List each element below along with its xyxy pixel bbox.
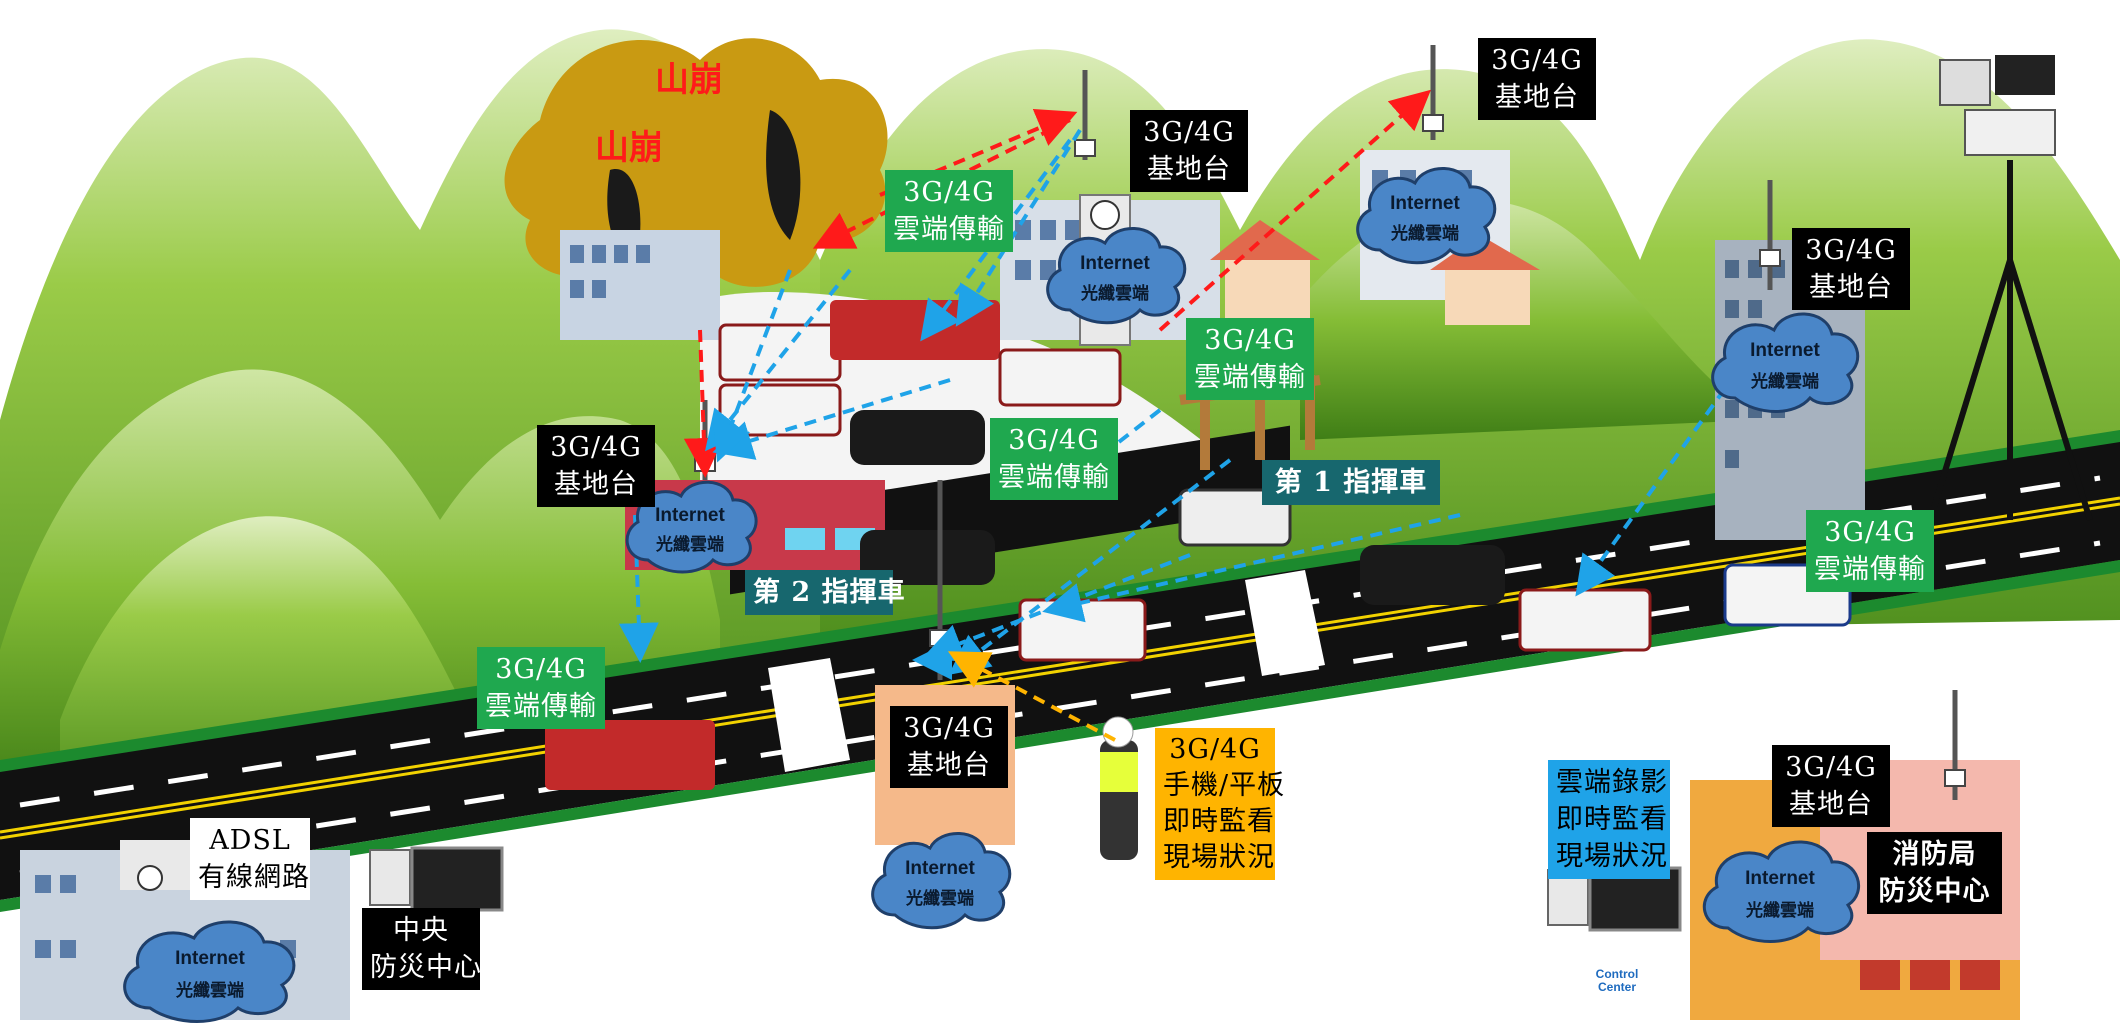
mobile-monitor-line2: 手機/平板 — [1163, 770, 1286, 801]
cloud-label-internet: Internet — [1080, 253, 1150, 274]
central-center-line1: 中央 — [393, 915, 449, 946]
adsl-line1: ADSL — [209, 825, 291, 856]
cloud-label-fiber: 光纖雲端 — [1751, 372, 1819, 391]
cloud-shape — [1711, 312, 1860, 413]
cloud-transfer-line2: 雲端傳輸 — [1814, 554, 1926, 585]
command-vehicle-2-label: 第 2 指揮車 — [745, 570, 905, 615]
cloud-label-internet: Internet — [1745, 868, 1815, 889]
cloud-shape — [625, 480, 758, 574]
cloud-transfer-label-2: 3G/4G 雲端傳輸 — [1186, 318, 1314, 400]
internet-cloud-1: Internet 光纖雲端 — [1035, 215, 1195, 330]
base-station-line2: 基地台 — [1495, 82, 1579, 113]
internet-cloud-5: Internet 光纖雲端 — [860, 820, 1020, 935]
cloud-transfer-line2: 雲端傳輸 — [998, 462, 1110, 493]
cloud-transfer-line2: 雲端傳輸 — [1194, 362, 1306, 393]
cloud-transfer-line2: 雲端傳輸 — [893, 214, 1005, 245]
internet-cloud-6: Internet 光纖雲端 — [110, 910, 310, 1028]
central-center-label: 中央 防災中心 — [362, 908, 482, 990]
base-station-line1: 3G/4G — [550, 432, 642, 463]
central-center-line2: 防災中心 — [370, 952, 482, 983]
cloud-shape — [1702, 840, 1860, 943]
mobile-monitor-line4: 現場狀況 — [1163, 842, 1275, 873]
cloud-label-internet: Internet — [1390, 193, 1460, 214]
cloud-label-internet: Internet — [175, 948, 245, 969]
red-links — [683, 89, 1431, 478]
cloud-transfer-line1: 3G/4G — [495, 654, 587, 685]
internet-cloud-4: Internet 光纖雲端 — [615, 470, 765, 580]
mobile-monitor-line3: 即時監看 — [1163, 806, 1275, 837]
base-station-line1: 3G/4G — [903, 713, 995, 744]
base-station-label-3: 3G/4G 基地台 — [1792, 228, 1910, 310]
cloud-recording-line1: 雲端錄影 — [1556, 767, 1668, 798]
cloud-label-fiber: 光纖雲端 — [1746, 901, 1814, 920]
fire-bureau-line1: 消防局 — [1892, 839, 1977, 870]
internet-cloud-2: Internet 光纖雲端 — [1345, 155, 1505, 270]
adsl-line2: 有線網路 — [198, 862, 310, 893]
landslide-label-2: 山崩 — [595, 128, 663, 168]
cloud-label-fiber: 光纖雲端 — [906, 889, 974, 908]
internet-cloud-7: Internet 光纖雲端 — [1690, 830, 1870, 948]
cloud-transfer-label-4: 3G/4G 雲端傳輸 — [1806, 510, 1934, 592]
yellow-link — [947, 651, 1116, 742]
base-station-label-2: 3G/4G 基地台 — [1478, 38, 1596, 120]
cloud-shape — [1356, 167, 1497, 265]
cloud-transfer-line2: 雲端傳輸 — [485, 691, 597, 722]
cloud-label-internet: Internet — [905, 858, 975, 879]
mobile-monitor-line1: 3G/4G — [1169, 734, 1261, 765]
cloud-recording-label: 雲端錄影 即時監看 現場狀況 — [1548, 760, 1670, 879]
landslide-label-1: 山崩 — [655, 60, 723, 100]
cloud-transfer-line1: 3G/4G — [903, 177, 995, 208]
cloud-recording-line2: 即時監看 — [1556, 804, 1668, 835]
control-center-logo-line1: Control — [1595, 967, 1639, 981]
base-station-label-6: 3G/4G 基地台 — [1772, 745, 1890, 827]
cloud-transfer-line1: 3G/4G — [1008, 425, 1100, 456]
base-station-line2: 基地台 — [1147, 154, 1231, 185]
cloud-label-internet: Internet — [655, 505, 725, 526]
cloud-label-fiber: 光纖雲端 — [1391, 224, 1459, 243]
fire-bureau-label: 消防局 防災中心 — [1867, 832, 2002, 914]
internet-cloud-3: Internet 光纖雲端 — [1700, 300, 1870, 420]
cloud-shape — [1046, 227, 1187, 325]
adsl-label: ADSL 有線網路 — [190, 818, 310, 900]
cloud-label-fiber: 光纖雲端 — [176, 981, 244, 1000]
base-station-label-4: 3G/4G 基地台 — [537, 425, 655, 507]
cloud-transfer-label-3: 3G/4G 雲端傳輸 — [990, 418, 1118, 500]
cloud-transfer-label-5: 3G/4G 雲端傳輸 — [477, 647, 605, 729]
cloud-label-internet: Internet — [1750, 340, 1820, 361]
command-vehicle-1-label: 第 1 指揮車 — [1262, 460, 1440, 505]
control-center-logo: Control Center — [1582, 968, 1652, 994]
cloud-transfer-line1: 3G/4G — [1204, 325, 1296, 356]
control-center-logo-line2: Center — [1597, 980, 1636, 994]
base-station-label-1: 3G/4G 基地台 — [1130, 110, 1248, 192]
base-station-line2: 基地台 — [1789, 789, 1873, 820]
base-station-line2: 基地台 — [907, 750, 991, 781]
base-station-label-5: 3G/4G 基地台 — [890, 706, 1008, 788]
base-station-line2: 基地台 — [554, 469, 638, 500]
cloud-transfer-line1: 3G/4G — [1824, 517, 1916, 548]
fire-bureau-line2: 防災中心 — [1878, 876, 1991, 907]
cloud-label-fiber: 光纖雲端 — [1081, 284, 1149, 303]
cloud-shape — [871, 832, 1012, 930]
mobile-monitor-label: 3G/4G 手機/平板 即時監看 現場狀況 — [1155, 728, 1286, 880]
base-station-line1: 3G/4G — [1805, 235, 1897, 266]
cloud-recording-line3: 現場狀況 — [1556, 841, 1668, 872]
vehicles — [545, 55, 2093, 860]
cloud-shape — [123, 920, 296, 1023]
base-station-line2: 基地台 — [1809, 272, 1893, 303]
base-station-line1: 3G/4G — [1491, 45, 1583, 76]
base-station-line1: 3G/4G — [1785, 752, 1877, 783]
base-station-line1: 3G/4G — [1143, 117, 1235, 148]
cloud-transfer-label-1: 3G/4G 雲端傳輸 — [885, 170, 1013, 252]
cloud-label-fiber: 光纖雲端 — [656, 535, 724, 554]
